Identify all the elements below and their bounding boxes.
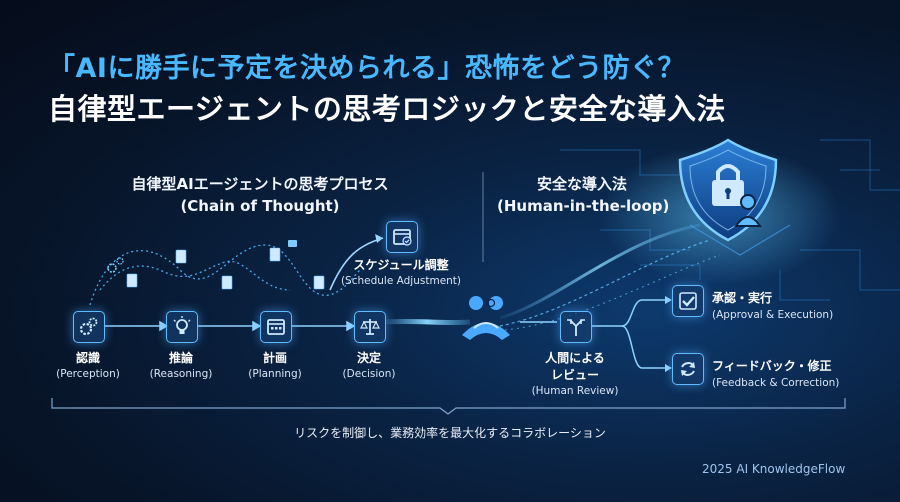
refresh-icon — [672, 353, 704, 385]
approval-label: 承認・実行 (Approval & Execution) — [712, 291, 834, 321]
brand-label: 2025 AI KnowledgeFlow — [702, 462, 846, 476]
gears-icon — [73, 311, 105, 343]
review-branch-arrows — [592, 299, 665, 369]
step-label-decision: 決定 (Decision) — [342, 351, 396, 380]
arrowhead-schedule — [375, 234, 383, 243]
document-icon — [126, 247, 325, 290]
calendar-check-icon — [386, 221, 418, 253]
gear-icon — [107, 257, 124, 273]
footer-bracket — [51, 398, 846, 415]
calendar-icon — [260, 311, 292, 343]
footer-caption: リスクを制御し、業務効率を最大化するコラボレーション — [294, 426, 606, 440]
step-label-perception: 認識 (Perception) — [56, 351, 120, 380]
human-review-label: 人間による レビュー (Human Review) — [531, 351, 619, 397]
branch-arrows-icon — [560, 311, 592, 343]
light-beam — [384, 318, 471, 326]
page-title-line1: 「AIに勝手に予定を決められる」恐怖をどう防ぐ？ — [48, 53, 685, 84]
right-section-title: 安全な導入法 (Human-in-the-loop) — [497, 175, 670, 215]
page-title-line2: 自律型エージェントの思考ロジックと安全な導入法 — [48, 92, 726, 126]
checkmark-icon — [672, 285, 704, 317]
step-label-reasoning: 推論 (Reasoning) — [149, 351, 213, 380]
feedback-label: フィードバック・修正 (Feedback & Correction) — [712, 359, 840, 389]
shield-lock-user-icon — [678, 138, 791, 256]
lightbulb-icon — [166, 311, 198, 343]
process-arrows — [105, 320, 356, 332]
light-beam-to-shield — [499, 223, 701, 320]
left-section-title: 自律型AIエージェントの思考プロセス (Chain of Thought) — [131, 175, 389, 215]
handshake-icon — [462, 296, 510, 340]
chat-bubble-icon — [288, 240, 297, 247]
step-label-planning: 計画 (Planning) — [248, 351, 302, 380]
scales-icon — [354, 311, 386, 343]
schedule-adjustment-label: スケジュール調整 (Schedule Adjustment) — [340, 258, 462, 287]
